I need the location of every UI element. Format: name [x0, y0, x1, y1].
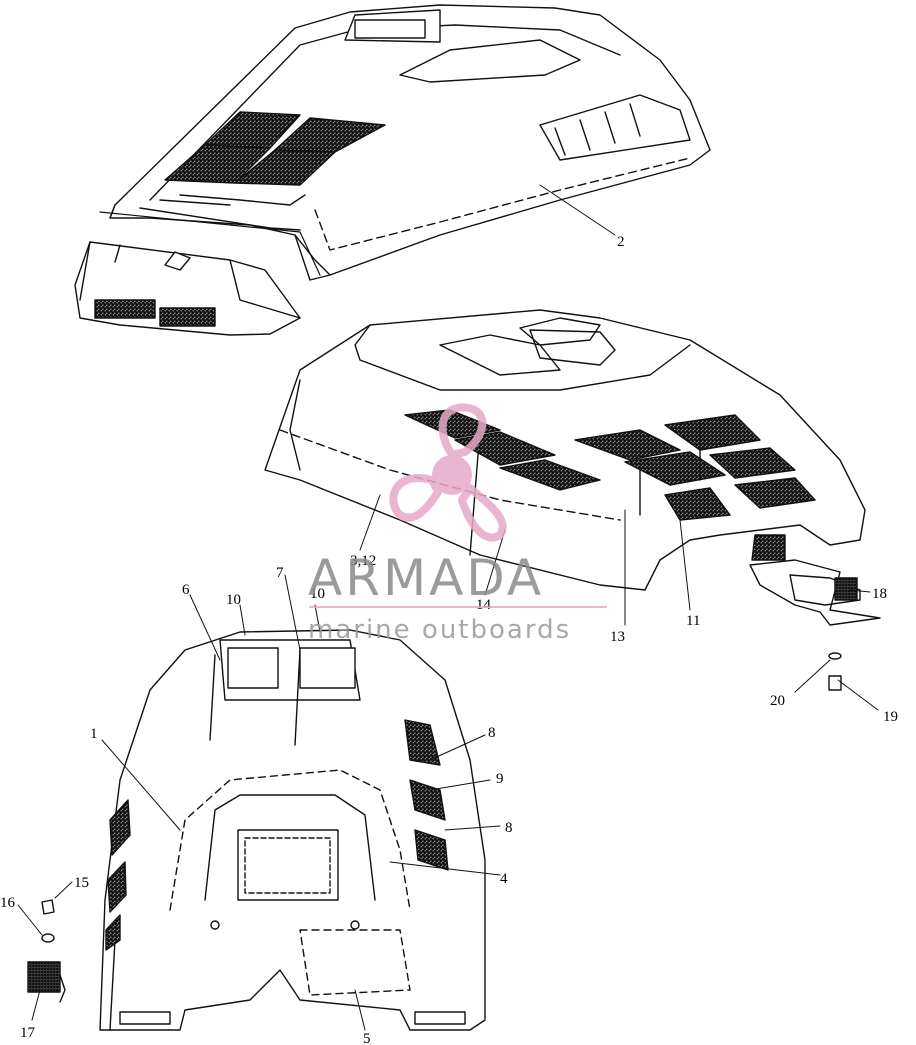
mounting-bracket: [749, 559, 881, 691]
middle-hood-cover: [264, 309, 866, 591]
callout-labels: 2 3,12 14 13 11 18 20 19 6 10 7 10 1 8 9…: [0, 234, 898, 1045]
propeller-logo-icon: [389, 403, 507, 542]
callout-14: 14: [476, 597, 492, 613]
callout-15: 15: [74, 875, 89, 891]
callout-10a: 10: [226, 592, 241, 608]
callout-5: 5: [363, 1031, 371, 1045]
lower-hood-cover: [99, 629, 486, 1031]
upper-hood-cover: [99, 4, 711, 281]
callout-1: 1: [90, 726, 98, 742]
front-nose-panel: [74, 241, 301, 336]
callout-3-12: 3,12: [350, 553, 376, 569]
callout-10b: 10: [310, 586, 325, 602]
callout-2: 2: [617, 234, 625, 250]
small-hardware: [27, 899, 66, 1003]
callout-20: 20: [770, 693, 785, 709]
callout-16: 16: [0, 895, 16, 911]
callout-6: 6: [182, 582, 190, 598]
callout-17: 17: [20, 1025, 36, 1041]
callout-8b: 8: [505, 820, 513, 836]
callout-7: 7: [276, 565, 284, 581]
armada-watermark: ARMADA marine outboards: [308, 403, 607, 645]
callout-4: 4: [500, 871, 508, 887]
callout-11: 11: [686, 613, 700, 629]
callout-8a: 8: [488, 725, 496, 741]
callout-9: 9: [496, 771, 504, 787]
callout-18: 18: [872, 586, 887, 602]
callout-19: 19: [883, 709, 898, 725]
leader-lines: [17, 184, 879, 1031]
watermark-tagline: marine outboards: [308, 615, 571, 645]
callout-13: 13: [610, 629, 625, 645]
watermark-brand: ARMADA: [308, 549, 544, 607]
